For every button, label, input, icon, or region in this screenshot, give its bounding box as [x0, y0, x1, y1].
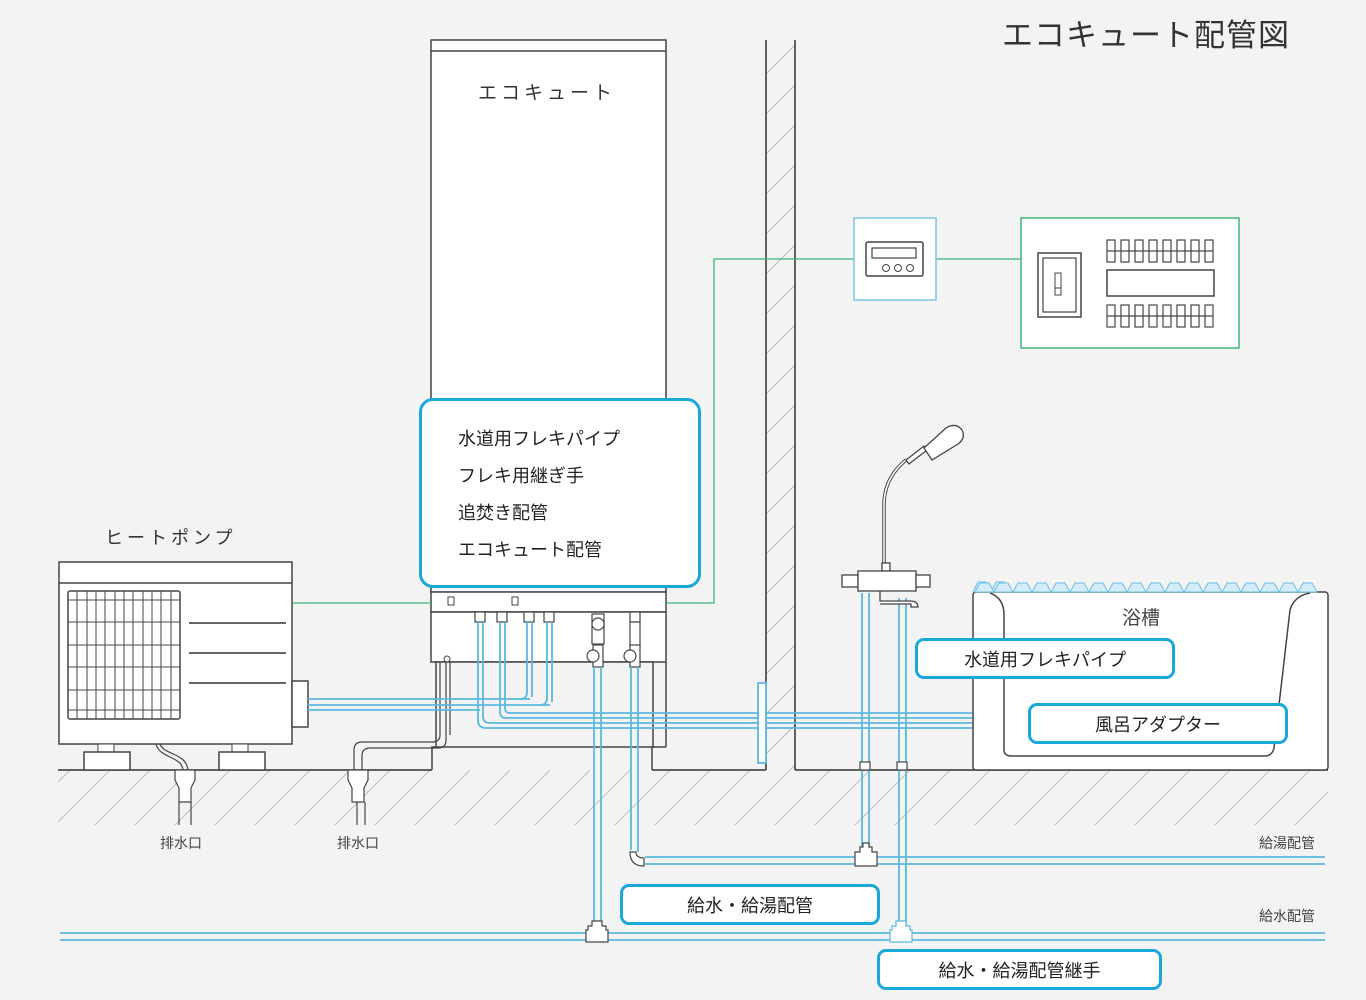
breaker-panel — [1020, 217, 1240, 349]
supply-joint-callout: 給水・給湯配管継手 — [877, 949, 1162, 990]
flex-pipe-callout: 水道用フレキパイプ — [915, 638, 1175, 679]
callout-item: 水道用フレキパイプ — [458, 429, 620, 450]
callout-item: 追焚き配管 — [458, 503, 548, 524]
hot-supply-line-label: 給湯配管 — [1259, 836, 1315, 852]
ecocute-parts-callout: 水道用フレキパイプ フレキ用継ぎ手 追焚き配管 エコキュート配管 — [419, 398, 701, 588]
diagram-title: エコキュート配管図 — [1002, 18, 1290, 54]
callout-item: フレキ用継ぎ手 — [458, 466, 584, 487]
ground — [58, 769, 1328, 825]
drain-label-1: 排水口 — [160, 836, 202, 852]
bathtub-label: 浴槽 — [1122, 607, 1161, 629]
remote-controller — [853, 217, 937, 301]
ecocute-label: エコキュート — [478, 82, 617, 104]
wall — [765, 40, 796, 770]
drain-pipes — [155, 662, 451, 825]
control-wiring — [292, 258, 1021, 604]
supply-piping-callout: 給水・給湯配管 — [620, 884, 880, 925]
bath-cover-segments — [974, 582, 1318, 593]
pipe-fittings — [585, 761, 913, 943]
bath-adapter-callout: 風呂アダプター — [1028, 703, 1288, 744]
heat-pump-unit — [58, 561, 309, 771]
heat-pump-label: ヒートポンプ — [105, 528, 237, 549]
callout-item: エコキュート配管 — [458, 540, 602, 561]
shower-fixture — [841, 424, 964, 608]
drain-label-2: 排水口 — [337, 836, 379, 852]
water-supply-line-label: 給水配管 — [1259, 909, 1315, 925]
